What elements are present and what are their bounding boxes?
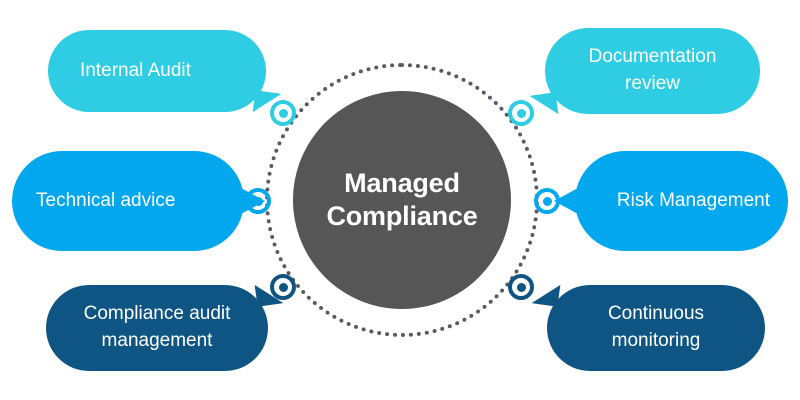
bubble-tail-continuous-monitoring — [531, 281, 561, 307]
node-core-icon — [542, 196, 552, 206]
bubble-risk-management[interactable]: Risk Management — [554, 151, 788, 251]
hub-label: Managed Compliance — [326, 168, 478, 231]
bubble-label-risk-management: Risk Management — [616, 189, 770, 211]
bubble-documentation-review[interactable]: Documentation review — [529, 28, 760, 118]
node-core-icon — [516, 108, 526, 118]
node-technical-advice-icon[interactable] — [245, 188, 271, 214]
bubble-label-technical-advice: Technical advice — [36, 189, 176, 211]
node-compliance-audit-management-icon[interactable] — [270, 274, 296, 300]
bubble-label-documentation-review: Documentation review — [588, 46, 717, 94]
hub-circle: Managed Compliance — [293, 91, 511, 309]
bubble-compliance-audit-management[interactable]: Compliance audit management — [46, 281, 284, 371]
node-core-icon — [278, 282, 288, 292]
node-core-icon — [516, 282, 526, 292]
node-documentation-review-icon[interactable] — [508, 100, 534, 126]
node-internal-audit-icon[interactable] — [270, 100, 296, 126]
bubble-continuous-monitoring[interactable]: Continuous monitoring — [531, 281, 765, 371]
node-risk-management-icon[interactable] — [534, 188, 560, 214]
bubble-technical-advice[interactable]: Technical advice — [12, 151, 265, 251]
bubble-label-continuous-monitoring: Continuous monitoring — [607, 303, 705, 351]
node-core-icon — [278, 108, 288, 118]
bubble-internal-audit[interactable]: Internal Audit — [48, 30, 282, 116]
bubble-label-internal-audit: Internal Audit — [80, 59, 191, 81]
node-continuous-monitoring-icon[interactable] — [508, 274, 534, 300]
bubble-label-compliance-audit-management: Compliance audit management — [83, 303, 231, 351]
node-core-icon — [253, 196, 263, 206]
